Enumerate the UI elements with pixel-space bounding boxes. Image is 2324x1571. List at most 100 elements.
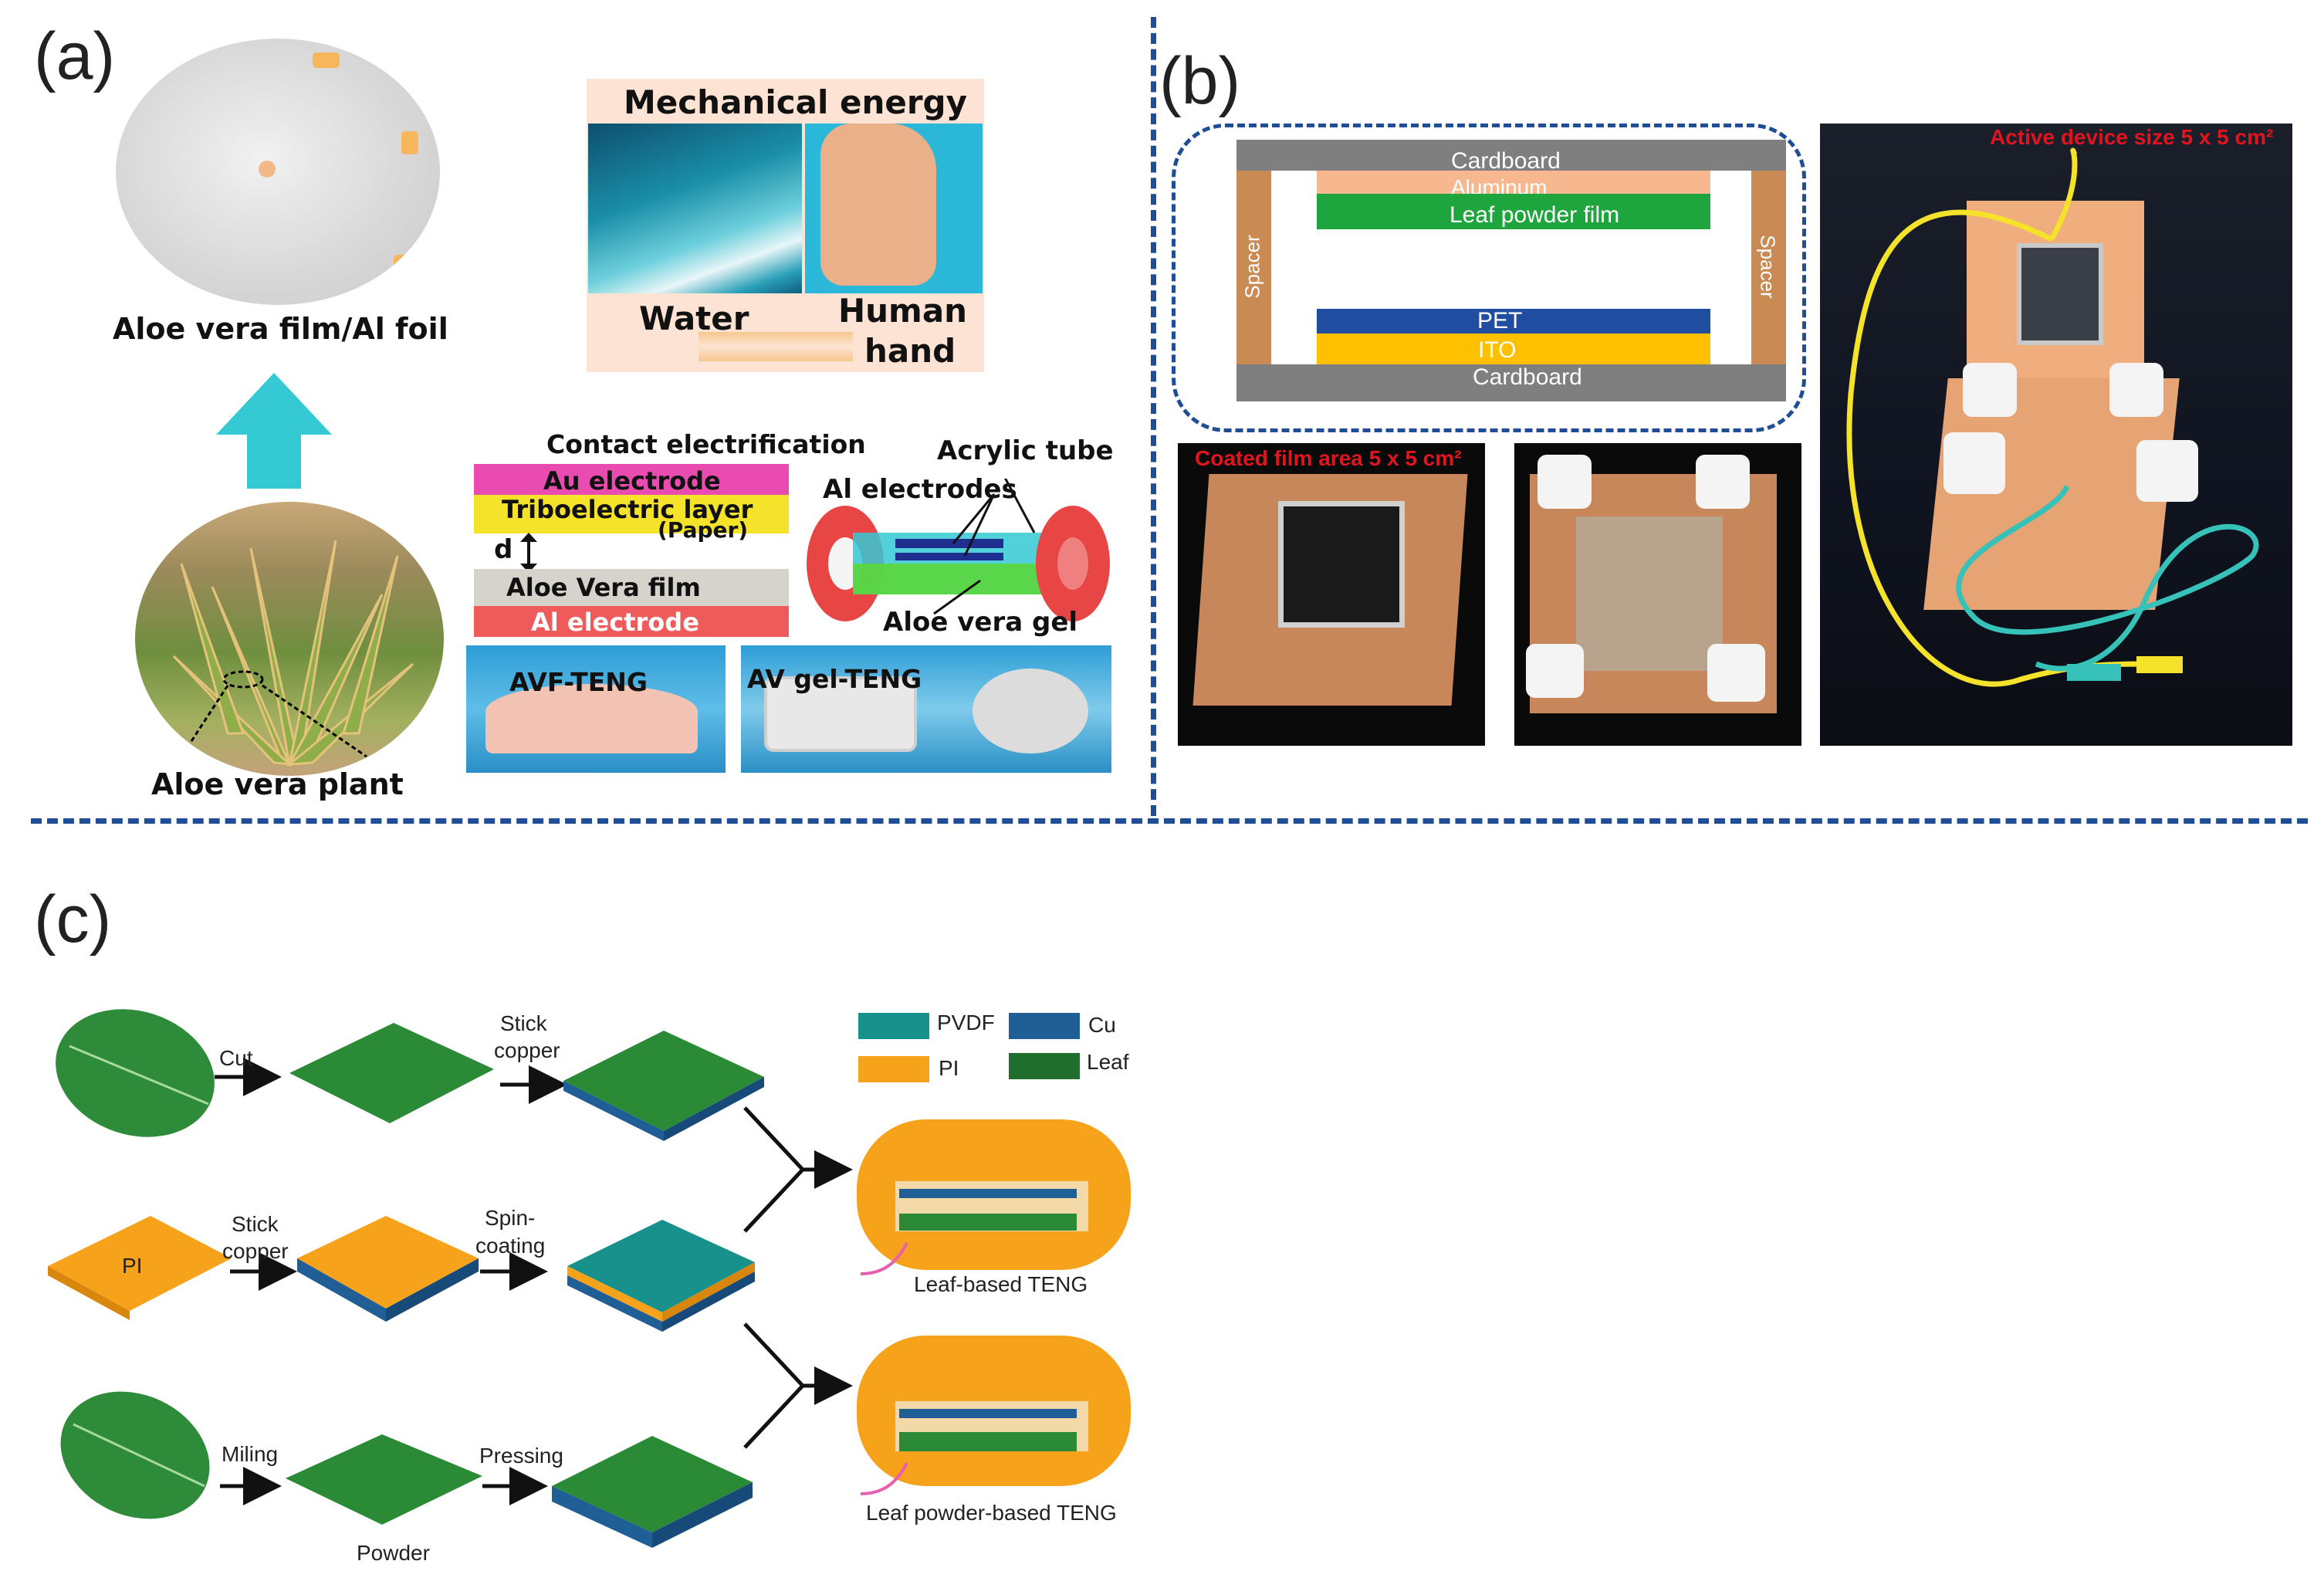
pi-plate xyxy=(48,1216,232,1311)
legend-pi-label: PI xyxy=(939,1056,959,1080)
contact-label: Contact electrification xyxy=(546,429,866,459)
miling-label: Miling xyxy=(222,1442,279,1466)
gap-d-label: d xyxy=(494,534,513,565)
leaf-teng-label: Leaf-based TENG xyxy=(914,1272,1088,1296)
foam-spacer xyxy=(1943,432,2005,494)
acrylic-tube-diagram xyxy=(807,479,1110,621)
powder-teng-label: Leaf powder-based TENG xyxy=(866,1501,1117,1525)
gap-arrow-icon xyxy=(520,533,537,573)
spin-label: Spin- xyxy=(485,1206,536,1230)
copper-label-1: copper xyxy=(494,1038,560,1062)
film-label: Aloe vera film/Al foil xyxy=(113,312,448,346)
merge-arrow-top xyxy=(743,1106,845,1233)
stick-copper-label-2: Stick xyxy=(232,1212,279,1236)
fabrication-diagram xyxy=(48,1009,1131,1548)
powder-sheet xyxy=(286,1434,482,1525)
active-device-label: Active device size 5 x 5 cm² xyxy=(1990,125,2274,149)
hand-label: hand xyxy=(864,332,956,370)
mech-energy-title: Mechanical energy xyxy=(624,83,967,121)
divider-horizontal xyxy=(31,818,2308,824)
tape-mark xyxy=(313,52,340,68)
foam-spacer xyxy=(1696,455,1750,509)
legend-pi-swatch xyxy=(858,1056,929,1082)
legend-leaf-label: Leaf xyxy=(1087,1050,1129,1074)
legend-pvdf-swatch xyxy=(858,1013,929,1039)
panel-label-c: (c) xyxy=(34,882,112,956)
avf-teng-photo xyxy=(466,645,726,773)
energy-bar xyxy=(699,332,853,361)
au-electrode-layer xyxy=(474,464,789,495)
pet-label: PET xyxy=(1477,308,1523,333)
tape-mark xyxy=(394,255,413,274)
foam-spacer xyxy=(1537,455,1592,509)
film-square xyxy=(2017,243,2103,345)
tribo-label: Triboelectric layer xyxy=(502,495,753,524)
disc-shape xyxy=(973,669,1088,753)
aloe-film-label: Aloe Vera film xyxy=(506,573,701,602)
cardboard-bottom-layer xyxy=(1236,364,1786,401)
film-square xyxy=(1278,501,1405,628)
hand-shape xyxy=(820,124,936,286)
tape-mark xyxy=(401,131,418,154)
water-label: Water xyxy=(639,300,749,337)
avf-teng-label: AVF-TENG xyxy=(509,667,648,697)
tribo-layer xyxy=(474,495,789,533)
al-electrodes-label: Al electrodes xyxy=(823,474,1017,505)
foam-spacer xyxy=(1526,644,1584,698)
panel-label-b: (b) xyxy=(1159,44,1241,118)
spacer-left xyxy=(1236,171,1271,373)
leaf-copper-stack xyxy=(563,1031,764,1131)
legend-pvdf-label: PVDF xyxy=(937,1011,995,1034)
au-electrode-label: Au electrode xyxy=(543,466,721,496)
leaf-film-label: Leaf powder film xyxy=(1450,202,1620,228)
leaf-icon xyxy=(60,1391,210,1519)
coating-label: coating xyxy=(475,1234,546,1258)
up-arrow-icon xyxy=(216,373,332,489)
tube-shape xyxy=(764,676,917,752)
al-electrode-label: Al electrode xyxy=(531,608,699,637)
plant-label: Aloe vera plant xyxy=(151,767,404,801)
foam-spacer xyxy=(2136,440,2198,502)
aloe-film-layer xyxy=(474,569,789,606)
spacer-left-label: Spacer xyxy=(1240,235,1264,299)
human-hand-photo xyxy=(805,124,983,293)
merge-arrow-bottom xyxy=(743,1322,845,1449)
legend-cu-swatch xyxy=(1009,1013,1080,1039)
powder-label: Powder xyxy=(357,1541,430,1565)
divider-vertical xyxy=(1151,17,1156,816)
avf-device-shape xyxy=(485,684,698,753)
ito-layer xyxy=(1317,333,1710,364)
water-wave-photo xyxy=(588,124,802,293)
aloe-plant-photo xyxy=(135,502,444,776)
powder-copper-stack xyxy=(552,1436,753,1532)
avgel-teng-label: AV gel-TENG xyxy=(747,664,922,694)
pi-copper-stack xyxy=(297,1216,479,1309)
coated-film-label: Coated film area 5 x 5 cm² xyxy=(1195,446,1462,470)
legend-cu-label: Cu xyxy=(1088,1013,1116,1037)
foam-spacer xyxy=(1963,363,2017,417)
tape-mark xyxy=(259,161,276,178)
panel-label-a: (a) xyxy=(34,19,116,93)
spacer-right-label: Spacer xyxy=(1756,235,1780,299)
pet-layer xyxy=(1317,309,1710,333)
al-electrode-layer xyxy=(474,606,789,637)
pressing-label: Pressing xyxy=(479,1444,563,1468)
wires-icon xyxy=(1846,147,2259,687)
pvdf-stack xyxy=(567,1220,755,1312)
cut-label: Cut xyxy=(219,1046,253,1070)
active-device-photo xyxy=(1820,124,2292,746)
aloe-film-photo xyxy=(116,39,440,305)
human-label: Human xyxy=(838,292,968,330)
aloe-gel-label: Aloe vera gel xyxy=(883,607,1078,638)
coated-film-photo xyxy=(1178,443,1485,746)
aluminum-layer xyxy=(1317,171,1710,194)
leaf-sheet xyxy=(289,1023,494,1123)
copper-label-2: copper xyxy=(222,1239,289,1263)
stick-copper-label-1: Stick xyxy=(500,1011,547,1035)
foam-spacer xyxy=(2109,363,2163,417)
cardboard-bottom-label: Cardboard xyxy=(1473,364,1582,390)
device-schematic-frame xyxy=(1172,124,1806,432)
glass-plate xyxy=(1576,516,1723,671)
cardboard-top-layer xyxy=(1236,140,1786,171)
spacer-right xyxy=(1751,171,1786,373)
